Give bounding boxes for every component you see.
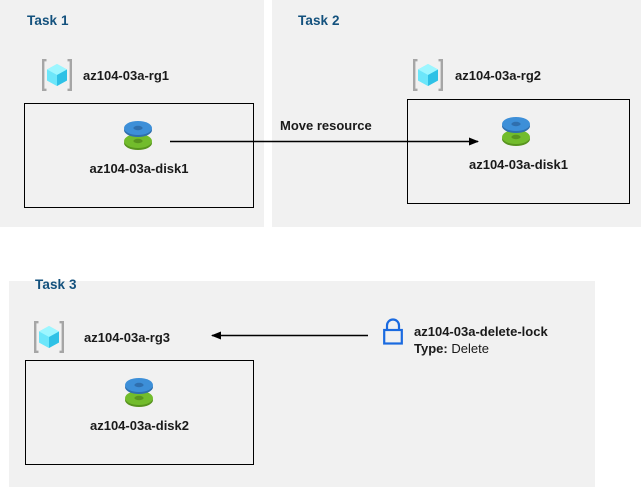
managed-disk-icon (118, 114, 158, 156)
connector-label-move-resource: Move resource (280, 118, 372, 133)
resource-group-label-task1: az104-03a-rg1 (83, 68, 169, 83)
managed-disk-icon (119, 371, 159, 413)
lock-type-value: Delete (451, 341, 489, 356)
lock-icon (379, 316, 407, 348)
task-title-task3: Task 3 (35, 277, 77, 292)
resource-group-cube-icon (409, 56, 447, 94)
resource-box-task2 (407, 99, 630, 204)
lock-type-row: Type: Delete (414, 341, 489, 356)
task-title-task1: Task 1 (27, 13, 69, 28)
managed-disk-icon (496, 110, 536, 152)
lock-type-key: Type: (414, 341, 448, 356)
resource-group-cube-icon (30, 318, 68, 356)
resource-box-task3 (25, 360, 254, 465)
resource-label-task2: az104-03a-disk1 (468, 157, 568, 172)
resource-box-task1 (24, 103, 254, 208)
resource-group-label-task3: az104-03a-rg3 (84, 330, 170, 345)
task-title-task2: Task 2 (298, 13, 340, 28)
resource-group-cube-icon (38, 56, 76, 94)
resource-group-label-task2: az104-03a-rg2 (455, 68, 541, 83)
resource-label-task3: az104-03a-disk2 (89, 418, 189, 433)
resource-label-task1: az104-03a-disk1 (89, 161, 189, 176)
lock-name-label: az104-03a-delete-lock (414, 324, 548, 339)
